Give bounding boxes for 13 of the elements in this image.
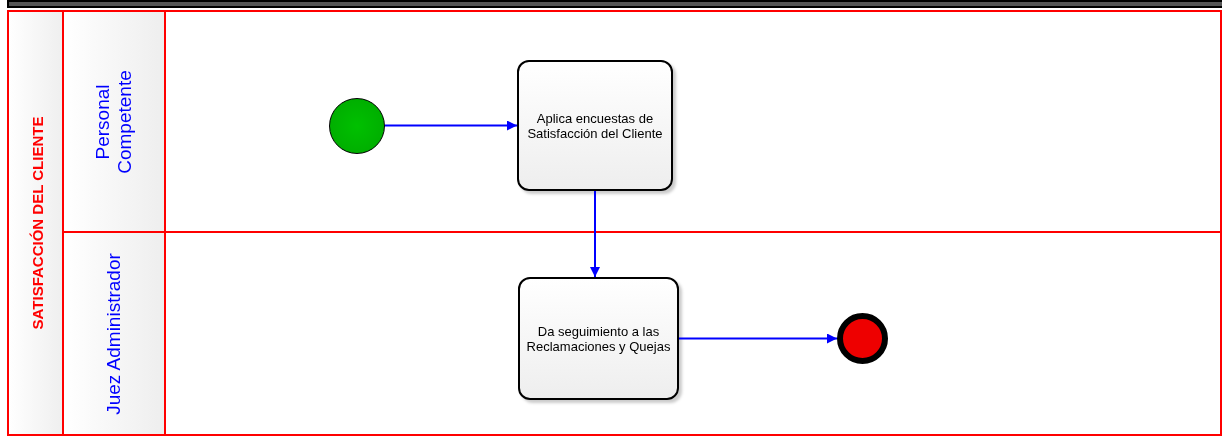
lane-title: Juez Administrador — [103, 251, 125, 417]
arrow — [590, 190, 600, 278]
task-box — [517, 60, 673, 191]
end-event-circle — [837, 313, 888, 364]
task-box — [518, 277, 679, 400]
pool-title: SATISFACCIÓN DEL CLIENTE — [28, 115, 46, 332]
lane-title: Personal Competente — [92, 68, 136, 176]
arrow — [384, 120, 518, 131]
task-label: Aplica encuestas de Satisfacción del Cliente — [526, 110, 664, 141]
start-event-circle — [329, 98, 385, 154]
pool — [7, 10, 1222, 436]
task-label: Da seguimiento a las Reclamaciones y Quejas — [525, 323, 672, 354]
arrow — [678, 333, 838, 344]
